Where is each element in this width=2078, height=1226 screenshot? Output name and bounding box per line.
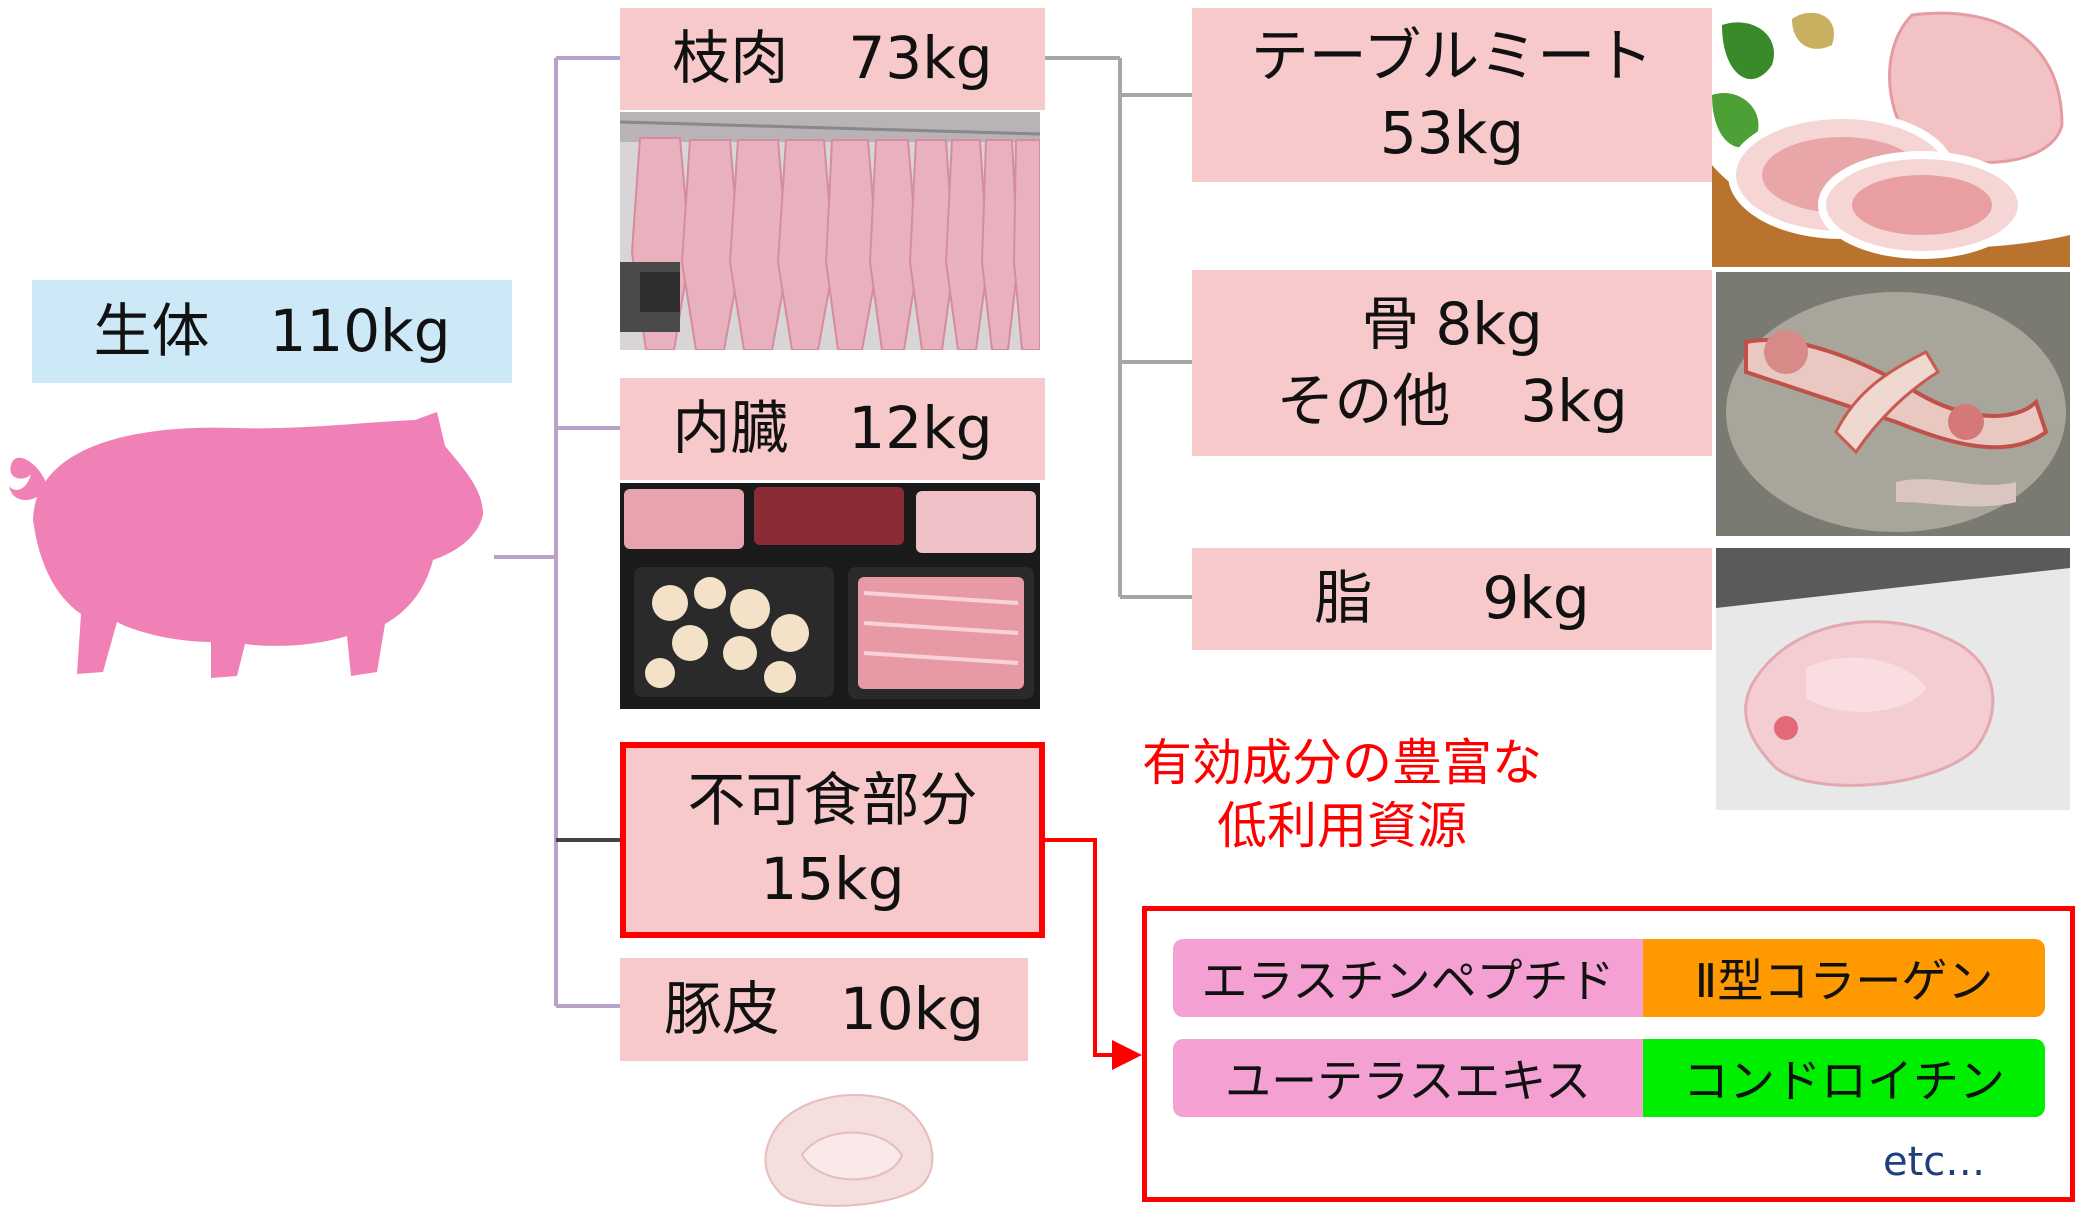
- resource-note-line1: 有効成分の豊富な: [1142, 734, 1542, 792]
- component-uterus: ユーテラスエキス: [1173, 1039, 1643, 1117]
- bone-weight: 8kg: [1435, 289, 1543, 358]
- live-weight-box: 生体 110kg: [32, 280, 512, 383]
- table-meat-weight: 53kg: [1379, 99, 1525, 167]
- inedible-label: 不可食部分: [687, 765, 978, 834]
- skin-label: 豚皮: [663, 974, 780, 1043]
- red-arrow-head: [1112, 1040, 1142, 1070]
- red-arrow-line: [1045, 838, 1118, 1057]
- bone-photo: [1716, 272, 2070, 536]
- skin-box: 豚皮 10kg: [620, 958, 1028, 1061]
- bone-box: 骨 8kg その他 3kg: [1192, 270, 1712, 456]
- carcass-photo: [620, 112, 1040, 350]
- table-meat-photo: [1712, 5, 2070, 267]
- fat-label: 脂: [1314, 564, 1373, 633]
- inedible-box: 不可食部分 15kg: [620, 742, 1045, 938]
- resource-note: 有効成分の豊富な 低利用資源: [1102, 732, 1582, 857]
- skin-weight: 10kg: [839, 974, 985, 1043]
- live-label: 生体: [93, 296, 210, 365]
- viscera-box: 内臓 12kg: [620, 378, 1045, 480]
- component-elastin: エラスチンペプチド: [1173, 939, 1643, 1017]
- component-collagen: Ⅱ型コラーゲン: [1643, 939, 2045, 1017]
- table-meat-box: テーブルミート 53kg: [1192, 8, 1712, 182]
- viscera-weight: 12kg: [848, 394, 993, 463]
- component-chondroitin: コンドロイチン: [1643, 1039, 2045, 1117]
- resource-note-line2: 低利用資源: [1217, 796, 1467, 855]
- fat-box: 脂 9kg: [1192, 548, 1712, 650]
- table-meat-label: テーブルミート: [1250, 21, 1654, 90]
- pig-icon: [9, 412, 483, 678]
- viscera-label: 内臓: [672, 394, 789, 463]
- fat-weight: 9kg: [1482, 564, 1590, 633]
- components-panel: エラスチンペプチド Ⅱ型コラーゲン ユーテラスエキス コンドロイチン etc…: [1142, 906, 2075, 1202]
- carcass-box: 枝肉 73kg: [620, 8, 1045, 110]
- viscera-photo: [620, 483, 1040, 709]
- bone-label: 骨: [1361, 289, 1420, 358]
- inedible-weight: 15kg: [760, 845, 905, 913]
- other-label: その他: [1276, 367, 1451, 435]
- component-etc: etc…: [1883, 1139, 1986, 1185]
- other-weight: 3kg: [1520, 367, 1628, 435]
- live-weight: 110kg: [269, 296, 451, 365]
- fat-photo: [1716, 548, 2070, 810]
- carcass-weight: 73kg: [848, 24, 993, 93]
- skin-photo: [752, 1075, 952, 1223]
- carcass-label: 枝肉: [672, 24, 789, 93]
